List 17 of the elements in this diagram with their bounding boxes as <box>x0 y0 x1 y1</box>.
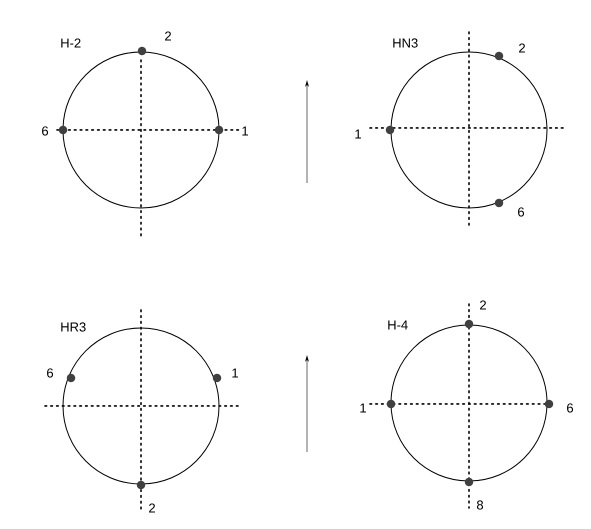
position-number: 6 <box>518 207 524 217</box>
position-number: 8 <box>476 500 484 510</box>
position-number: 1 <box>242 126 248 136</box>
position-number: 1 <box>355 130 361 138</box>
node-label: HN3 <box>393 38 418 48</box>
node-label: HR3 <box>61 322 86 332</box>
node-label: H-4 <box>388 320 408 330</box>
position-number: 1 <box>360 404 366 412</box>
position-number: 2 <box>149 503 155 513</box>
position-number: 6 <box>47 368 54 378</box>
position-number: 2 <box>519 43 525 53</box>
position-number: 2 <box>480 300 486 310</box>
position-number: 2 <box>165 31 171 41</box>
node-label: H-2 <box>61 38 80 48</box>
position-number: 6 <box>567 403 574 413</box>
position-number: 1 <box>232 368 238 378</box>
position-number: 6 <box>42 126 48 136</box>
